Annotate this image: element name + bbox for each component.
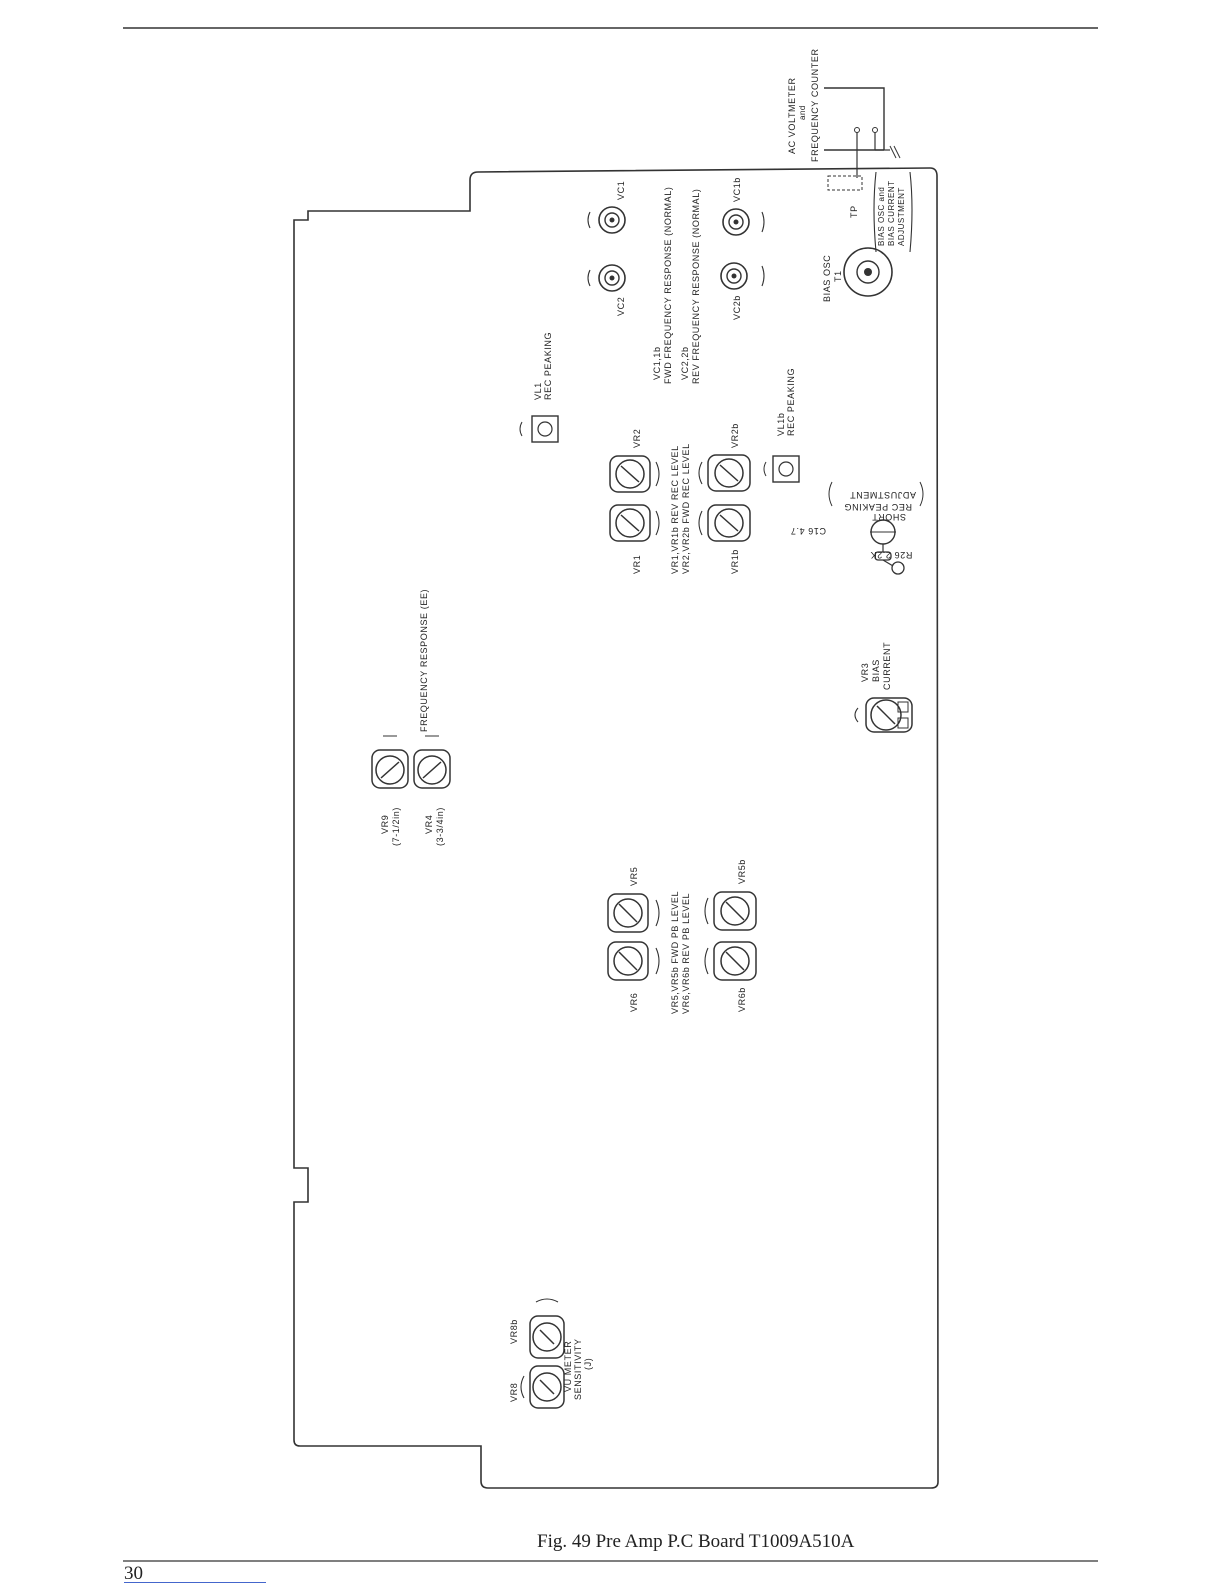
vr8-trimmer <box>520 1365 565 1409</box>
label-vl1: VL1 <box>533 382 543 400</box>
label-vr9: VR9 <box>380 815 390 834</box>
vl1b-coil <box>763 455 800 483</box>
page-number-underline <box>124 1582 266 1583</box>
label-vr2: VR2 <box>632 429 642 448</box>
figure-caption: Fig. 49 Pre Amp P.C Board T1009A510A <box>537 1531 855 1552</box>
label-vc-rev-1: VC2,2b <box>680 346 690 380</box>
label-vu-1: VU METER <box>563 1341 573 1392</box>
label-rec-level-1: VR1,VR1b REV REC LEVEL <box>670 445 680 574</box>
label-vr8: VR8 <box>509 1383 519 1402</box>
label-vr6b: VR6b <box>737 987 747 1012</box>
label-freq-response-ee: FREQUENCY RESPONSE (EE) <box>419 589 429 732</box>
label-vr2b: VR2b <box>730 423 740 448</box>
label-short: SHORT <box>872 512 906 522</box>
bias-osc-t1-coil <box>843 247 893 297</box>
label-bias-osc-adj-3: ADJUSTMENT <box>897 187 906 246</box>
vr9-trimmer <box>371 735 409 789</box>
label-vu-3: (J) <box>583 1358 593 1370</box>
r26-resistor <box>874 544 905 575</box>
label-vr3-current: CURRENT <box>882 642 892 690</box>
label-c16: C16 4.7 <box>790 526 826 536</box>
label-vl1b: VL1b <box>776 413 786 436</box>
label-vr8b: VR8b <box>509 1319 519 1344</box>
label-vc-fwd-1: VC1,1b <box>652 346 662 380</box>
label-bias-osc-adj-1: BIAS OSC and <box>877 187 886 246</box>
vc1-trimmer <box>598 206 626 234</box>
label-vl1-rec-peaking: REC PEAKING <box>543 332 553 400</box>
short-bracket <box>828 481 833 507</box>
vc-arrows <box>587 211 765 287</box>
vc2-trimmer <box>598 264 626 292</box>
vr8b-trimmer <box>529 1298 565 1359</box>
vr3-trimmer <box>854 697 913 733</box>
label-rec-peaking-adj-1: REC PEAKING <box>844 502 912 512</box>
label-tp: TP <box>849 205 859 218</box>
vr5-vr6-arrows <box>655 897 709 975</box>
label-pb-level-2: VR6,VR6b REV PB LEVEL <box>681 893 691 1014</box>
vc1b-trimmer <box>722 208 750 236</box>
label-vr3: VR3 <box>860 663 870 682</box>
label-vc-rev-2: REV FREQUENCY RESPONSE (NORMAL) <box>691 189 701 384</box>
vr5-trimmer <box>607 893 649 933</box>
label-vr5b: VR5b <box>737 859 747 884</box>
vl1-coil <box>519 415 559 443</box>
vr5b-trimmer <box>713 891 757 931</box>
label-bias-osc: BIAS OSC <box>822 255 832 302</box>
vr1-vr2-arrows <box>655 461 703 536</box>
label-vc1: VC1 <box>616 181 626 200</box>
c16-capacitor <box>870 519 896 545</box>
label-pb-level-1: VR5,VR5b FWD PB LEVEL <box>670 891 680 1014</box>
board-outline <box>293 167 939 1489</box>
label-vr5: VR5 <box>629 867 639 886</box>
vr1b-trimmer <box>707 504 751 542</box>
tp-jumper <box>827 175 863 191</box>
label-frequency-counter: FREQUENCY COUNTER <box>810 48 820 162</box>
label-vc-fwd-2: FWD FREQUENCY RESPONSE (NORMAL) <box>663 187 673 384</box>
vr6b-trimmer <box>713 941 757 981</box>
label-vc2: VC2 <box>616 297 626 316</box>
ac-voltmeter-box <box>824 87 901 178</box>
label-vr4: VR4 <box>424 815 434 834</box>
label-vr1b: VR1b <box>730 549 740 574</box>
label-vc2b: VC2b <box>732 295 742 320</box>
label-vl1b-rec-peaking: REC PEAKING <box>786 368 796 436</box>
label-rec-level-2: VR2,VR2b FWD REC LEVEL <box>681 443 691 574</box>
label-t1: T1 <box>833 270 843 282</box>
vr6-trimmer <box>607 941 649 981</box>
label-vr1: VR1 <box>632 555 642 574</box>
label-vu-2: SENSITIVITY <box>573 1338 583 1400</box>
vr2b-trimmer <box>707 454 751 492</box>
label-vr9-speed: (7-1/2in) <box>391 807 401 846</box>
label-and: and <box>798 105 807 120</box>
vr1-trimmer <box>609 504 651 542</box>
label-vr3-bias: BIAS <box>871 659 881 682</box>
label-bias-osc-adj-2: BIAS CURRENT <box>887 180 896 246</box>
page-number: 30 <box>124 1563 143 1584</box>
bias-adj-bracket <box>873 171 877 253</box>
label-r26: R26 2.2K <box>870 550 912 560</box>
label-vr4-speed: (3-3/4in) <box>435 807 445 846</box>
vr4-trimmer <box>413 735 451 789</box>
vr2-trimmer <box>609 455 651 493</box>
label-vr6: VR6 <box>629 993 639 1012</box>
label-vc1b: VC1b <box>732 177 742 202</box>
label-ac-voltmeter: AC VOLTMETER <box>787 77 797 154</box>
vc2b-trimmer <box>720 262 748 290</box>
label-rec-peaking-adj-2: ADJUSTMENT <box>850 490 917 500</box>
